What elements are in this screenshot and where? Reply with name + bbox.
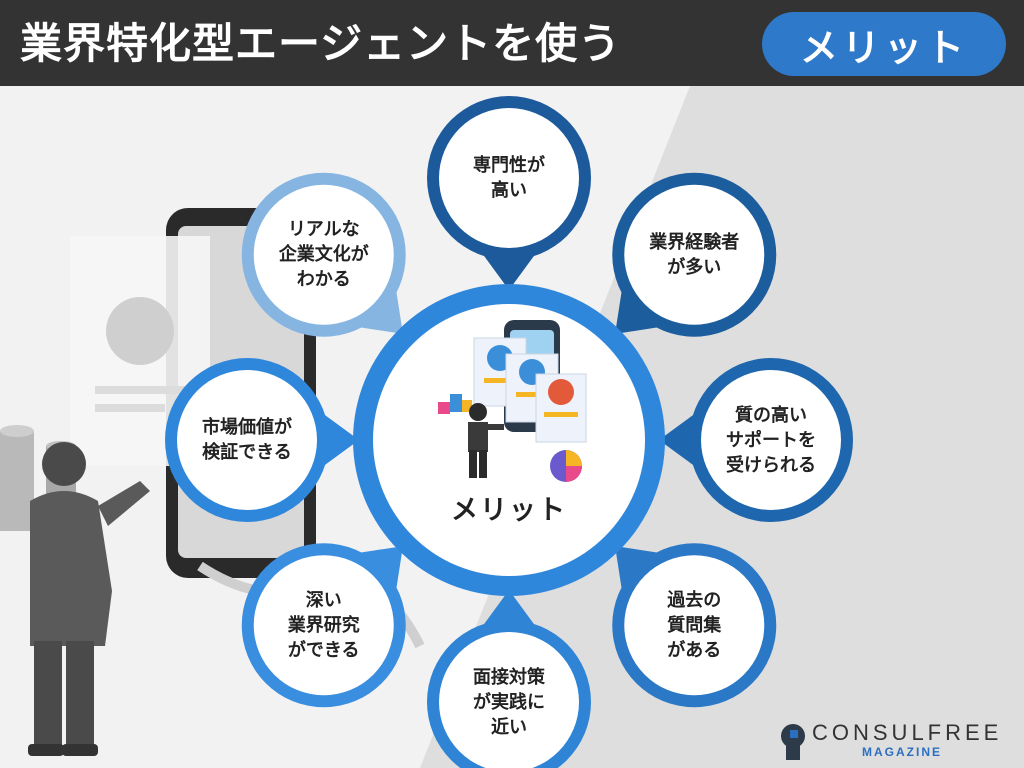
merit-text-1: 専門性が高い xyxy=(473,155,545,201)
business-person-icon xyxy=(468,403,504,478)
page-title: 業界特化型エージェントを使う xyxy=(20,19,622,68)
merit-pin-5 xyxy=(427,590,591,768)
merit-text-4: 過去の質問集がある xyxy=(667,589,722,661)
header-bar: 業界特化型エージェントを使う メリット xyxy=(0,0,1024,86)
merit-pin-4 xyxy=(612,543,777,708)
center-illustration xyxy=(438,320,587,482)
merit-pin-1 xyxy=(427,96,591,290)
merit-text-3: 質の高いサポートを受けられる xyxy=(726,404,816,476)
merit-text-6: 深い業界研究ができる xyxy=(287,589,360,661)
bar-chart-icon xyxy=(438,394,472,414)
title-badge: メリット xyxy=(762,12,1006,76)
logo-name: CONSULFREE xyxy=(812,720,1003,745)
merit-pin-2 xyxy=(612,172,777,337)
merit-text-2: 業界経験者が多い xyxy=(649,231,740,278)
chart-cylinder-shape xyxy=(0,431,34,531)
merit-pin-3 xyxy=(659,358,853,522)
merit-pin-7 xyxy=(165,358,359,522)
consulfree-logo-icon xyxy=(781,724,805,760)
merit-pin-8 xyxy=(241,172,406,337)
avatar-icon xyxy=(548,379,574,405)
center-label: メリット xyxy=(451,495,567,526)
merit-text-8: リアルな企業文化がわかる xyxy=(278,219,369,291)
logo-subtitle: MAGAZINE xyxy=(862,745,942,759)
merit-text-5: 面接対策が実践に近い xyxy=(473,666,545,738)
merit-pin-6 xyxy=(241,543,406,708)
person-silhouette xyxy=(28,442,150,756)
merit-text-7: 市場価値が検証できる xyxy=(202,417,292,463)
pie-chart-icon xyxy=(550,450,582,482)
